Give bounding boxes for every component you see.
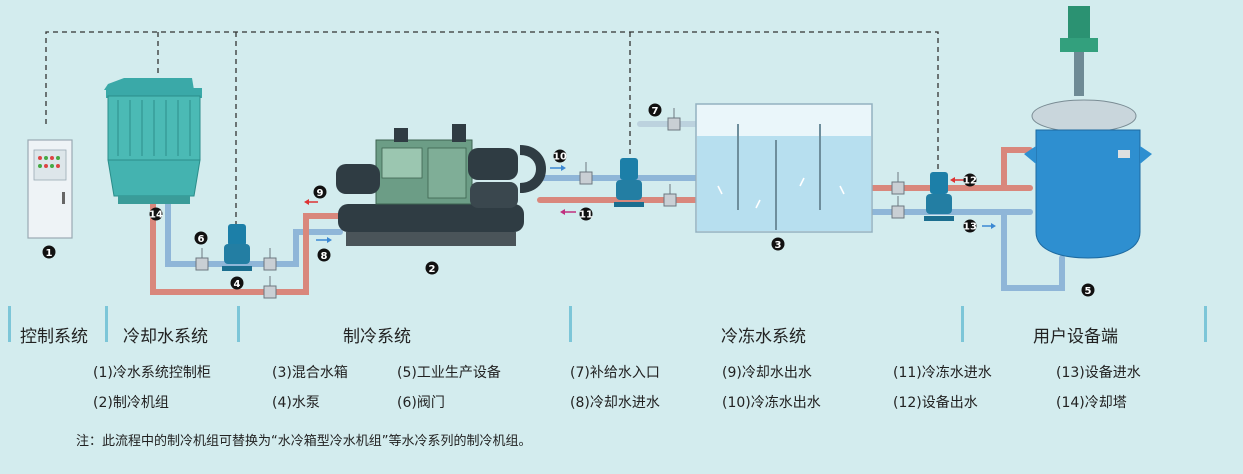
legend-item: (10)冷冻水出水 xyxy=(722,395,821,411)
marker-4: 4 xyxy=(230,276,244,290)
legend-item: (3)混合水箱 xyxy=(272,365,348,381)
control-signal-lines xyxy=(45,31,939,226)
marker-9: 9 xyxy=(313,185,327,199)
svg-text:14: 14 xyxy=(149,210,163,221)
legend-item: (1)冷水系统控制柜 xyxy=(93,365,211,381)
marker-5: 5 xyxy=(1081,283,1095,297)
marker-8: 8 xyxy=(317,248,331,262)
svg-text:5: 5 xyxy=(1085,286,1092,297)
marker-13: 13 xyxy=(963,219,977,233)
pipes xyxy=(150,121,1065,295)
svg-text:13: 13 xyxy=(963,222,977,233)
pump-cooling xyxy=(222,224,252,271)
legend-item: (4)水泵 xyxy=(272,395,320,411)
marker-2: 2 xyxy=(425,261,439,275)
legend-item: (7)补给水入口 xyxy=(570,365,660,381)
marker-3: 3 xyxy=(771,237,785,251)
valves xyxy=(195,108,905,299)
pump-chilled xyxy=(614,158,644,207)
section-separator xyxy=(237,306,240,342)
legend-item: (12)设备出水 xyxy=(893,395,978,411)
marker-1: 1 xyxy=(42,245,56,259)
svg-text:4: 4 xyxy=(234,279,241,290)
section-separator xyxy=(961,306,964,342)
svg-text:2: 2 xyxy=(429,264,436,275)
svg-text:8: 8 xyxy=(321,251,328,262)
legend-item: (5)工业生产设备 xyxy=(397,365,501,381)
svg-text:7: 7 xyxy=(652,106,659,117)
marker-11: 11 xyxy=(579,207,593,221)
section-separator xyxy=(569,306,572,342)
section-separator xyxy=(105,306,108,342)
legend-item: (2)制冷机组 xyxy=(93,395,169,411)
marker-7: 7 xyxy=(648,103,662,117)
legend-item: (11)冷冻水进水 xyxy=(893,365,992,381)
svg-text:1: 1 xyxy=(46,248,53,259)
marker-14: 14 xyxy=(149,207,163,221)
control-cabinet xyxy=(27,139,73,239)
marker-10: 10 xyxy=(553,149,567,163)
section-label-chilled-water: 冷冻水系统 xyxy=(721,327,806,347)
chiller-unit xyxy=(336,124,546,246)
marker-6: 6 xyxy=(194,231,208,245)
section-separator xyxy=(1204,306,1207,342)
legend-item: (14)冷却塔 xyxy=(1056,395,1127,411)
section-separator xyxy=(8,306,11,342)
flow-arrows xyxy=(304,165,996,243)
section-label-refrigeration: 制冷系统 xyxy=(343,327,411,347)
svg-text:6: 6 xyxy=(198,234,205,245)
pump-user xyxy=(924,172,954,221)
cooling-tower xyxy=(104,78,202,204)
svg-text:12: 12 xyxy=(963,176,977,187)
legend-item: (9)冷却水出水 xyxy=(722,365,812,381)
section-label-cooling-water: 冷却水系统 xyxy=(123,327,208,347)
process-diagram: 1 2 3 4 5 6 7 8 9 10 11 12 13 14 xyxy=(27,6,1152,299)
marker-12: 12 xyxy=(963,173,977,187)
mixing-tank xyxy=(695,103,873,233)
svg-text:11: 11 xyxy=(579,210,593,221)
section-label-control: 控制系统 xyxy=(20,327,88,347)
reactor-vessel xyxy=(1024,6,1152,259)
svg-text:9: 9 xyxy=(317,188,324,199)
svg-text:3: 3 xyxy=(775,240,782,251)
legend-item: (6)阀门 xyxy=(397,395,445,411)
footnote: 注：此流程中的制冷机组可替换为“水冷箱型冷水机组”等水冷系列的制冷机组。 xyxy=(76,434,532,449)
legend-item: (8)冷却水进水 xyxy=(570,395,660,411)
section-label-user-equipment: 用户设备端 xyxy=(1033,327,1118,347)
svg-text:10: 10 xyxy=(553,152,567,163)
legend-item: (13)设备进水 xyxy=(1056,365,1141,381)
